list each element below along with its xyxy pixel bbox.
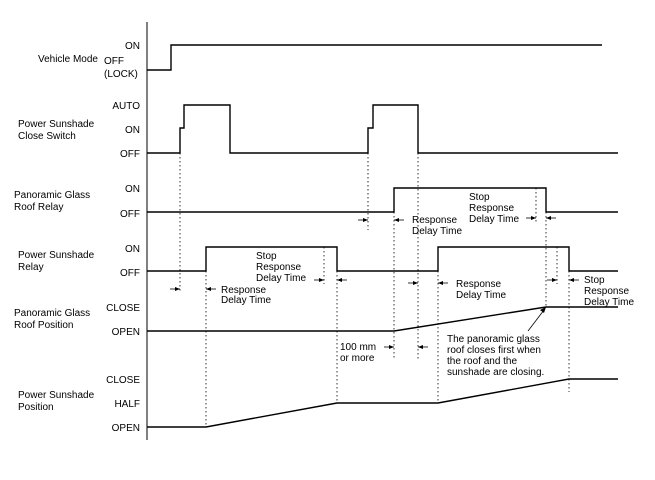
sunshade-position-row: Power Sunshade Position CLOSE HALF OPEN (18, 375, 618, 434)
stop-response-delay-label-2: Delay Time (469, 214, 519, 225)
sunshade-switch-level-auto: AUTO (112, 101, 140, 112)
distance-label: or more (340, 353, 375, 364)
sunshade-position-label-line2: Position (18, 402, 54, 413)
sunshade-relay-waveform (147, 246, 618, 272)
delay-arrow-head (552, 278, 557, 282)
roof-relay-level-on: ON (125, 184, 140, 195)
vehicle-mode-row: Vehicle Mode ON OFF (LOCK) (38, 41, 602, 80)
vehicle-mode-level-lock: (LOCK) (104, 69, 138, 80)
sunshade-switch-level-off: OFF (120, 149, 140, 160)
stop-response-delay-label-3: Response (584, 286, 629, 297)
sunshade-relay-row: Power Sunshade Relay ON OFF (18, 244, 618, 279)
sunshade-switch-label-line2: Close Switch (18, 131, 76, 142)
vehicle-mode-waveform (147, 44, 602, 71)
distance-arrow-head (418, 345, 423, 349)
vehicle-mode-label: Vehicle Mode (38, 54, 98, 65)
roof-position-level-close: CLOSE (106, 303, 140, 314)
response-delay-label-3: Delay Time (456, 290, 506, 301)
delay-arrow-head (438, 281, 443, 285)
delay-arrow-head (337, 278, 342, 282)
sunshade-switch-waveform (147, 104, 618, 154)
stop-response-delay-label-3: Delay Time (584, 297, 634, 308)
stop-response-delay-label-2: Response (469, 203, 514, 214)
delay-arrows (170, 216, 579, 349)
annotation-labels: Response Delay Time Stop Response Delay … (221, 192, 634, 378)
sunshade-position-waveform (147, 378, 618, 428)
roof-relay-label-line1: Panoramic Glass (14, 190, 90, 201)
note-pointer-arrow (527, 309, 545, 332)
distance-label: 100 mm (340, 342, 376, 353)
delay-arrow-head (363, 218, 368, 222)
closes-first-note: roof closes first when (447, 345, 541, 356)
sunshade-relay-level-off: OFF (120, 268, 140, 279)
stop-response-delay-label-2: Stop (469, 192, 490, 203)
sunshade-switch-row: Power Sunshade Close Switch AUTO ON OFF (18, 101, 618, 160)
closes-first-note: sunshade are closing. (447, 367, 544, 378)
delay-arrow-head (206, 287, 211, 291)
stop-response-delay-label-1: Delay Time (256, 273, 306, 284)
stop-response-delay-label-1: Stop (256, 251, 277, 262)
vehicle-mode-level-off: OFF (104, 56, 124, 67)
delay-arrow-head (319, 278, 324, 282)
closes-first-note: The panoramic glass (447, 334, 540, 345)
roof-position-waveform (147, 306, 618, 332)
sunshade-switch-level-on: ON (125, 125, 140, 136)
sunshade-position-level-close: CLOSE (106, 375, 140, 386)
roof-relay-level-off: OFF (120, 209, 140, 220)
sunshade-relay-label-line1: Power Sunshade (18, 250, 95, 261)
roof-relay-row: Panoramic Glass Roof Relay ON OFF (14, 184, 618, 220)
roof-position-label-line2: Roof Position (14, 320, 73, 331)
sunshade-position-level-half: HALF (114, 399, 140, 410)
delay-arrow-head (394, 218, 399, 222)
roof-position-level-open: OPEN (112, 327, 140, 338)
closes-first-note: the roof and the (447, 356, 517, 367)
roof-relay-waveform (147, 187, 618, 213)
response-delay-label-1: Delay Time (221, 295, 271, 306)
response-delay-label-3: Response (456, 279, 501, 290)
delay-arrow-head (413, 281, 418, 285)
delay-arrow-head (546, 216, 551, 220)
sunshade-position-level-open: OPEN (112, 423, 140, 434)
sunshade-relay-level-on: ON (125, 244, 140, 255)
roof-position-row: Panoramic Glass Roof Position CLOSE OPEN (14, 303, 618, 338)
sunshade-position-label-line1: Power Sunshade (18, 390, 95, 401)
delay-arrow-head (569, 278, 574, 282)
response-delay-label-1: Response (221, 285, 266, 296)
sunshade-relay-label-line2: Relay (18, 262, 44, 273)
delay-arrow-head (531, 216, 536, 220)
stop-response-delay-label-1: Response (256, 262, 301, 273)
response-delay-label-2: Delay Time (412, 226, 462, 237)
distance-arrow-head (389, 345, 394, 349)
response-delay-label-2: Response (412, 215, 457, 226)
stop-response-delay-label-3: Stop (584, 275, 605, 286)
roof-position-label-line1: Panoramic Glass (14, 308, 90, 319)
vehicle-mode-level-on: ON (125, 41, 140, 52)
timing-guide-lines (179, 153, 570, 427)
note-pointer-arrow-head (540, 307, 546, 313)
delay-arrow-head (175, 287, 180, 291)
sunshade-switch-label-line1: Power Sunshade (18, 119, 95, 130)
roof-relay-label-line2: Roof Relay (14, 202, 63, 213)
